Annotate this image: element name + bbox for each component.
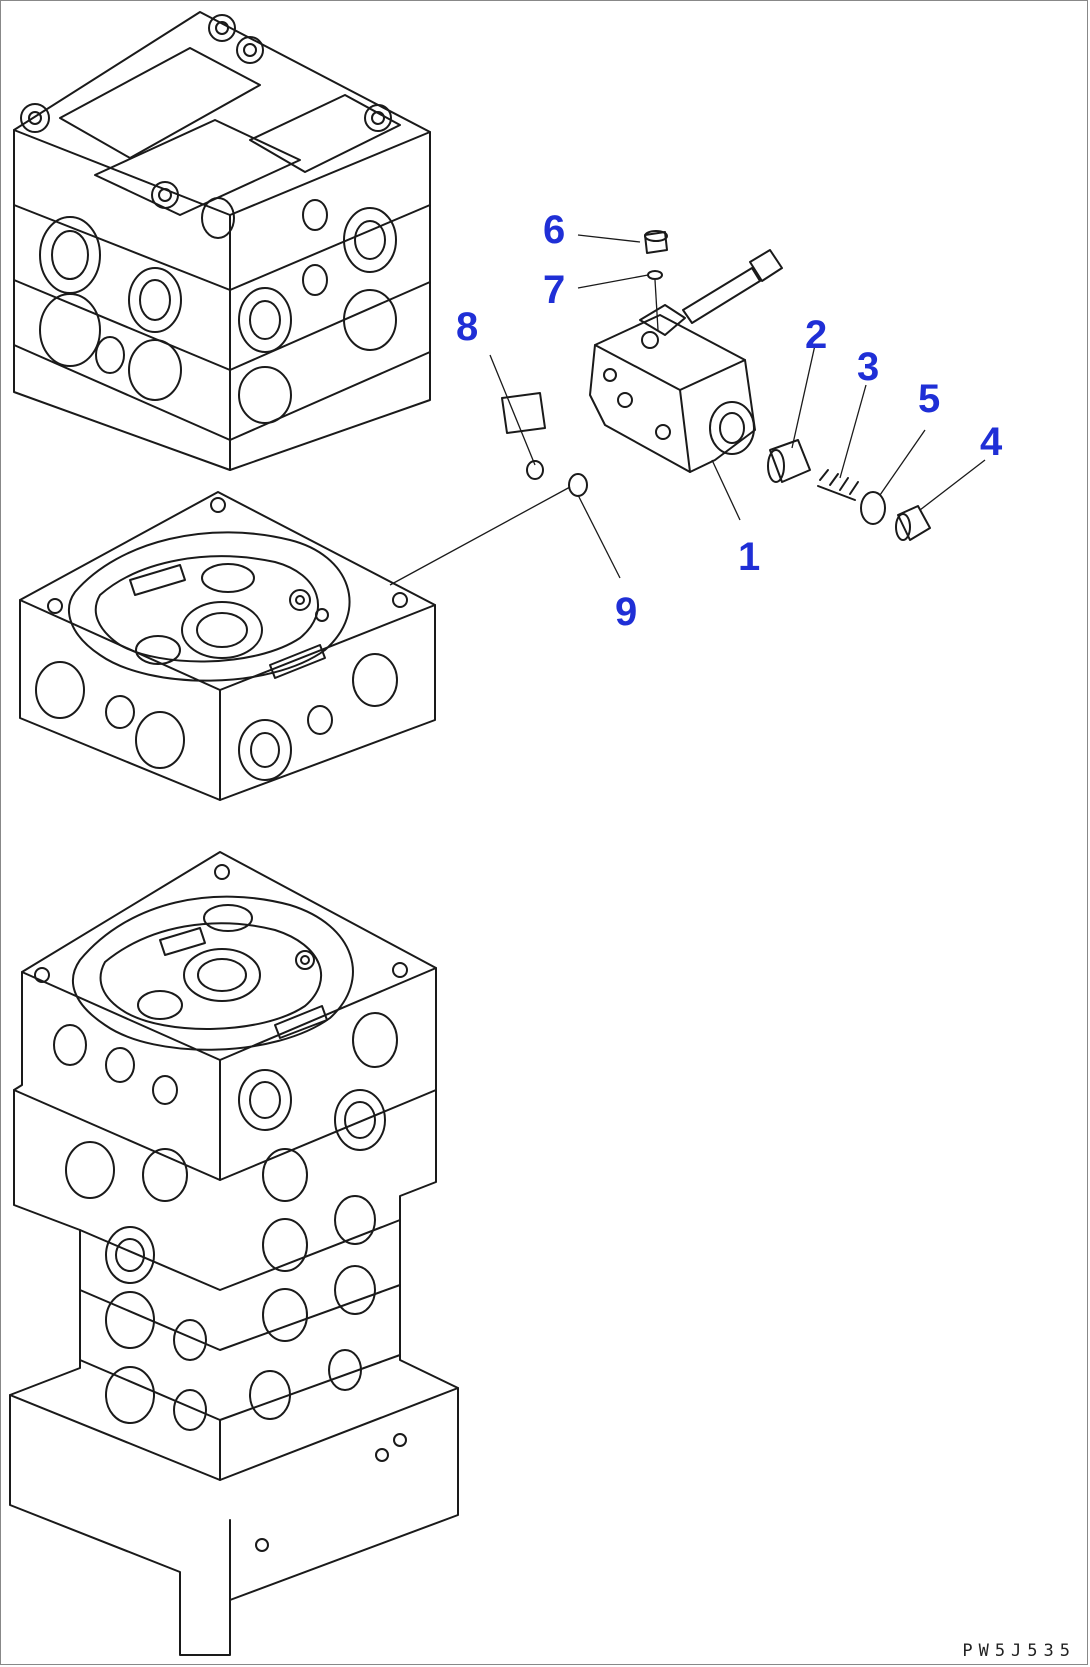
callout-3: 3 [857, 345, 879, 389]
part-6-plug [644, 230, 668, 254]
part-bolt [682, 249, 783, 324]
top-valve-block [13, 11, 431, 471]
leader-lines [389, 234, 986, 586]
callout-6: 6 [543, 208, 565, 252]
callout-7: 7 [543, 268, 565, 312]
drawing-code: PW5J535 [962, 1641, 1076, 1661]
callout-2: 2 [805, 313, 827, 357]
callout-4: 4 [980, 420, 1003, 464]
callout-8: 8 [456, 305, 478, 349]
callout-9: 9 [615, 590, 637, 634]
part-3-spring [817, 469, 859, 501]
part-7-o-ring [647, 270, 663, 280]
bottom-valve-stack [9, 851, 459, 1656]
callout-5: 5 [918, 377, 940, 421]
part-8-o-ring [501, 392, 546, 480]
middle-valve-section [19, 491, 436, 801]
callout-labels: 1 2 3 4 5 6 7 8 9 [456, 208, 1003, 634]
callout-1: 1 [738, 535, 760, 579]
part-5-o-ring [860, 491, 886, 525]
part-1-valve-body [589, 304, 756, 473]
part-2-poppet [767, 439, 811, 483]
part-4-plug [895, 505, 931, 541]
part-9-o-ring [568, 473, 588, 497]
